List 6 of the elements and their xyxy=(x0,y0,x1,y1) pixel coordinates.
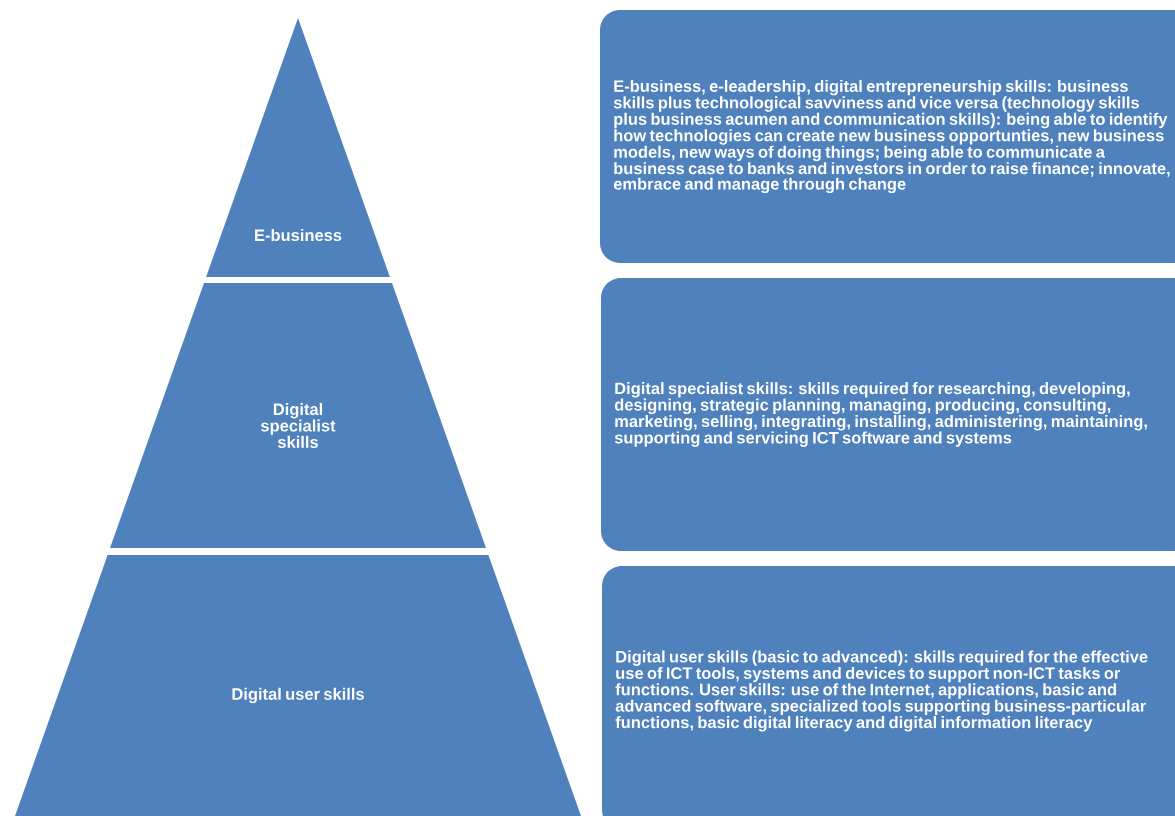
pyramid-layer: Digital user skills xyxy=(15,555,581,816)
description-box: Digital user skills (basic to advanced): skills required for the effective use of ICT tools, systems and devices to support non-ICT tasks or functions. User skills: use of the Internet, applications, basic and advanced software, specialized tools supporting business-particular functions, basic digital literacy and digital information literacy xyxy=(602,566,1175,816)
description-box: Digital specialist skills: skills required for researching, developing, designing, strategic planning, managing, producing, consulting, marketing, selling, integrating, installing, administering, maintaining, supporting and servicing ICT software and systems xyxy=(601,278,1175,551)
pyramid-layer: E-business xyxy=(206,18,390,277)
description-box: E-business, e-leadership, digital entrepreneurship skills: business skills plus technological savviness and vice versa (technology skills plus business acumen and communication skills): being able to identify how technologies can create new business opportunties, new business models, new ways of doing things; being able to communicate a business case to banks and investors in order to raise finance; innovate, embrace and manage through change xyxy=(600,10,1175,263)
pyramid-layer: Digital specialist skills xyxy=(110,283,486,548)
